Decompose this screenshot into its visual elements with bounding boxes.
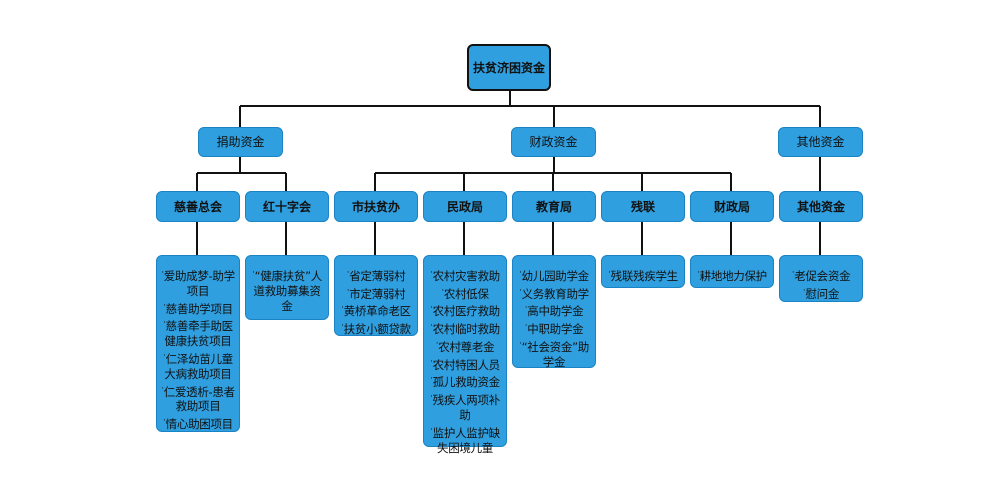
detail-box-other-funds: 老促会资金 慰问金 [779,255,863,302]
detail-item: 仁爱透析-患者救助项目 [160,382,236,415]
unit-label: 民政局 [446,199,483,214]
detail-item: 农村特困人员 [430,355,501,373]
unit-label: 红十字会 [262,199,311,214]
detail-item: 农村灾害救助 [430,266,501,284]
detail-list: 耕地地力保护 [691,266,773,284]
detail-item: 农村尊老金 [436,337,494,355]
detail-item: 仁泽幼苗儿童大病救助项目 [160,349,236,382]
detail-box-charity-federation: 爱助成梦-助学项目 慈善助学项目 慈善牵手助医健康扶贫项目 仁泽幼苗儿童大病救助… [156,255,240,432]
unit-label: 其他资金 [796,199,845,214]
detail-item: 义务教育助学 [519,284,590,302]
detail-box-poverty-office: 省定薄弱村 市定薄弱村 黄桥革命老区 扶贫小额贷款 [334,255,418,336]
detail-item: 幼儿园助学金 [519,266,590,284]
detail-item: 爱助成梦-助学项目 [160,266,236,299]
detail-item: “健康扶贫”人道救助募集资金 [249,266,325,314]
detail-item: 扶贫小额贷款 [341,319,412,337]
detail-box-education-bureau: 幼儿园助学金 义务教育助学 高中助学金 中职助学金 “社会资金”助学金 [512,255,596,370]
detail-item: 慰问金 [803,284,839,302]
detail-item: 黄桥革命老区 [341,301,412,319]
detail-item: 农村医疗救助 [430,301,501,319]
category-donation-funds: 捐助资金 [198,127,283,157]
detail-item: 农村临时救助 [430,319,501,337]
root-node-label: 扶贫济困资金 [473,60,546,75]
unit-other-funds: 其他资金 [779,191,863,222]
category-label: 其他资金 [796,135,845,149]
detail-item: 孤儿救助资金 [430,372,501,390]
unit-red-cross: 红十字会 [245,191,329,222]
unit-label: 财政局 [713,199,750,214]
root-node: 扶贫济困资金 [467,44,551,91]
detail-item: 慈善助学项目 [163,299,234,317]
detail-box-civil-affairs: 农村灾害救助 农村低保 农村医疗救助 农村临时救助 农村尊老金 农村特困人员 孤… [423,255,507,455]
detail-item: 高中助学金 [525,301,583,319]
detail-item: 耕地地力保护 [697,266,768,284]
detail-box-disabled-federation: 残联残疾学生 [601,255,685,288]
category-fiscal-funds: 财政资金 [511,127,596,157]
detail-item: 慈善牵手助医健康扶贫项目 [160,316,236,349]
detail-item: 市定薄弱村 [347,284,405,302]
detail-item: “社会资金”助学金 [516,337,592,370]
category-label: 捐助资金 [216,135,265,149]
detail-item: 老促会资金 [792,266,850,284]
unit-finance-bureau: 财政局 [690,191,774,222]
detail-item: 农村低保 [441,284,489,302]
unit-label: 残联 [630,199,655,214]
unit-education-bureau: 教育局 [512,191,596,222]
detail-item: 省定薄弱村 [347,266,405,284]
detail-item: 残联残疾学生 [608,266,679,284]
detail-item: 监护人监护缺失困境儿童 [427,423,503,456]
unit-civil-affairs: 民政局 [423,191,507,222]
detail-list: 省定薄弱村 市定薄弱村 黄桥革命老区 扶贫小额贷款 [335,266,417,337]
detail-list: “健康扶贫”人道救助募集资金 [246,266,328,314]
category-label: 财政资金 [529,135,578,149]
unit-label: 教育局 [535,199,572,214]
detail-list: 残联残疾学生 [602,266,684,284]
unit-disabled-federation: 残联 [601,191,685,222]
unit-poverty-office: 市扶贫办 [334,191,418,222]
detail-item: 残疾人两项补助 [427,390,503,423]
detail-item: 中职助学金 [525,319,583,337]
detail-box-finance-bureau: 耕地地力保护 [690,255,774,288]
detail-list: 农村灾害救助 农村低保 农村医疗救助 农村临时救助 农村尊老金 农村特困人员 孤… [424,266,506,455]
detail-list: 老促会资金 慰问金 [780,266,862,301]
unit-label: 市扶贫办 [351,199,400,214]
detail-list: 爱助成梦-助学项目 慈善助学项目 慈善牵手助医健康扶贫项目 仁泽幼苗儿童大病救助… [157,266,239,432]
detail-item: 情心助困项目 [163,414,234,432]
category-other-funds: 其他资金 [778,127,863,157]
unit-charity-federation: 慈善总会 [156,191,240,222]
unit-label: 慈善总会 [173,199,222,214]
detail-box-red-cross: “健康扶贫”人道救助募集资金 [245,255,329,320]
detail-list: 幼儿园助学金 义务教育助学 高中助学金 中职助学金 “社会资金”助学金 [513,266,595,370]
